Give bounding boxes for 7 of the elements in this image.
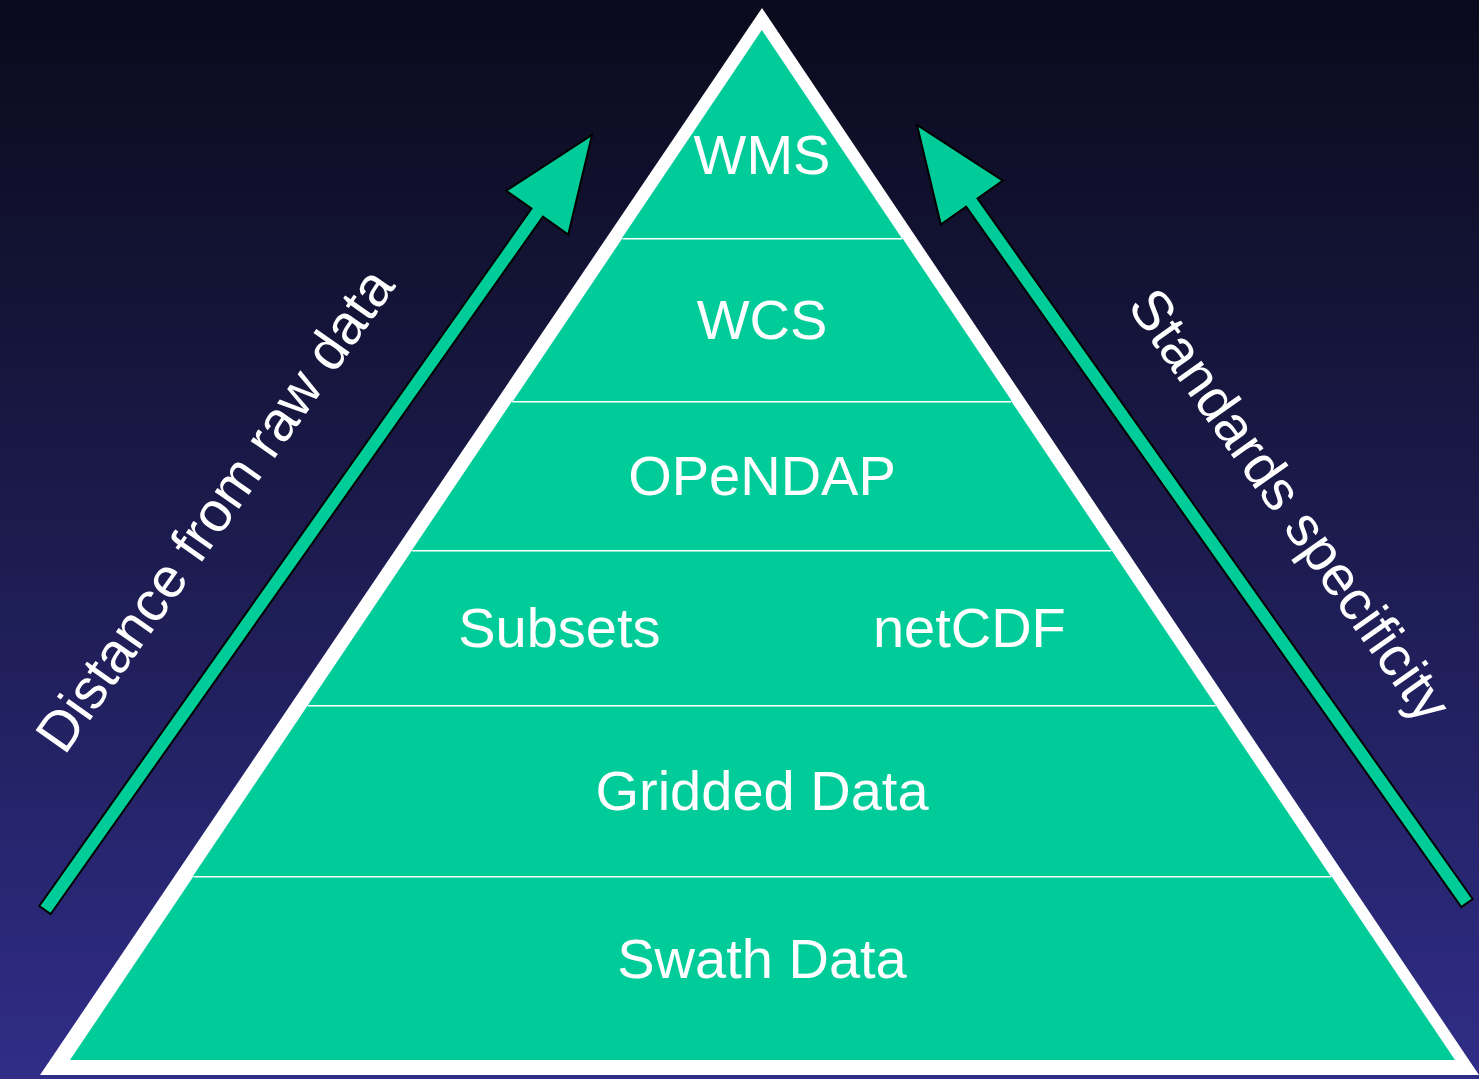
tier-label: OPeNDAP [628, 447, 896, 504]
tier-label: Swath Data [617, 930, 907, 987]
tier-label: netCDF [872, 599, 1066, 656]
tier-label: Gridded Data [595, 762, 929, 819]
tier-label: WCS [696, 291, 828, 348]
tier-label: Subsets [458, 599, 661, 656]
tier-label: WMS [693, 126, 831, 183]
